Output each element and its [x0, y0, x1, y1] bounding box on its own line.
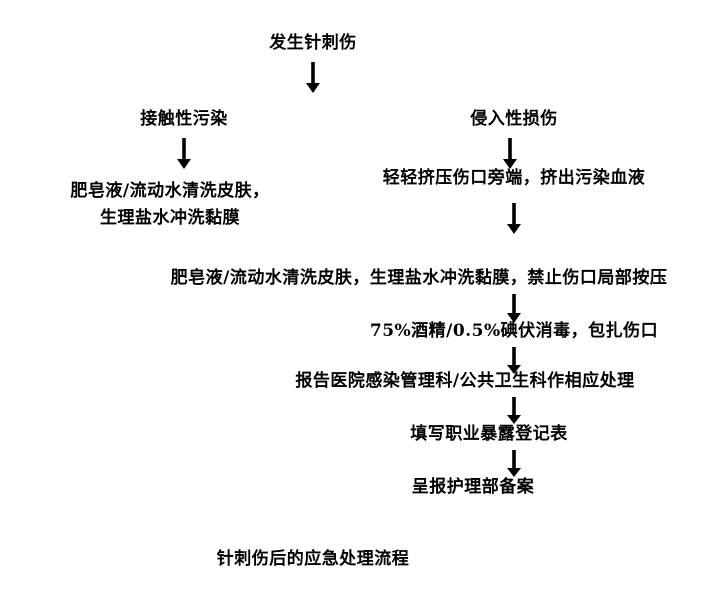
flow-step-4: 填写职业暴露登记表 — [410, 424, 568, 444]
branch-left-step: 肥皂液/流动水清洗皮肤， 生理盐水冲洗黏膜 — [40, 178, 300, 232]
flow-start-node: 发生针刺伤 — [269, 33, 357, 53]
branch-right-label: 侵入性损伤 — [470, 109, 558, 129]
flow-step-5: 呈报护理部备案 — [411, 477, 535, 497]
down-arrow-icon — [173, 138, 195, 170]
down-arrow-icon — [302, 62, 324, 94]
branch-right-step: 轻轻挤压伤口旁端，挤出污染血液 — [382, 168, 646, 188]
flow-step-2: 75%酒精/0.5%碘伏消毒，包扎伤口 — [369, 321, 659, 341]
branch-left-step-line-2: 生理盐水冲洗黏膜 — [100, 208, 240, 229]
down-arrow-icon — [503, 347, 525, 375]
down-arrow-icon — [503, 203, 525, 235]
down-arrow-icon — [503, 450, 525, 478]
flow-step-1: 肥皂液/流动水清洗皮肤，生理盐水冲洗黏膜，禁止伤口局部按压 — [170, 268, 668, 288]
down-arrow-icon — [503, 294, 525, 324]
flow-step-3: 报告医院感染管理科/公共卫生科作相应处理 — [295, 371, 635, 391]
down-arrow-icon — [503, 397, 525, 425]
down-arrow-icon — [499, 138, 521, 170]
flowchart-caption: 针刺伤后的应急处理流程 — [216, 549, 410, 569]
branch-left-step-line-1: 肥皂液/流动水清洗皮肤， — [70, 181, 270, 201]
branch-left-label: 接触性污染 — [140, 109, 228, 129]
